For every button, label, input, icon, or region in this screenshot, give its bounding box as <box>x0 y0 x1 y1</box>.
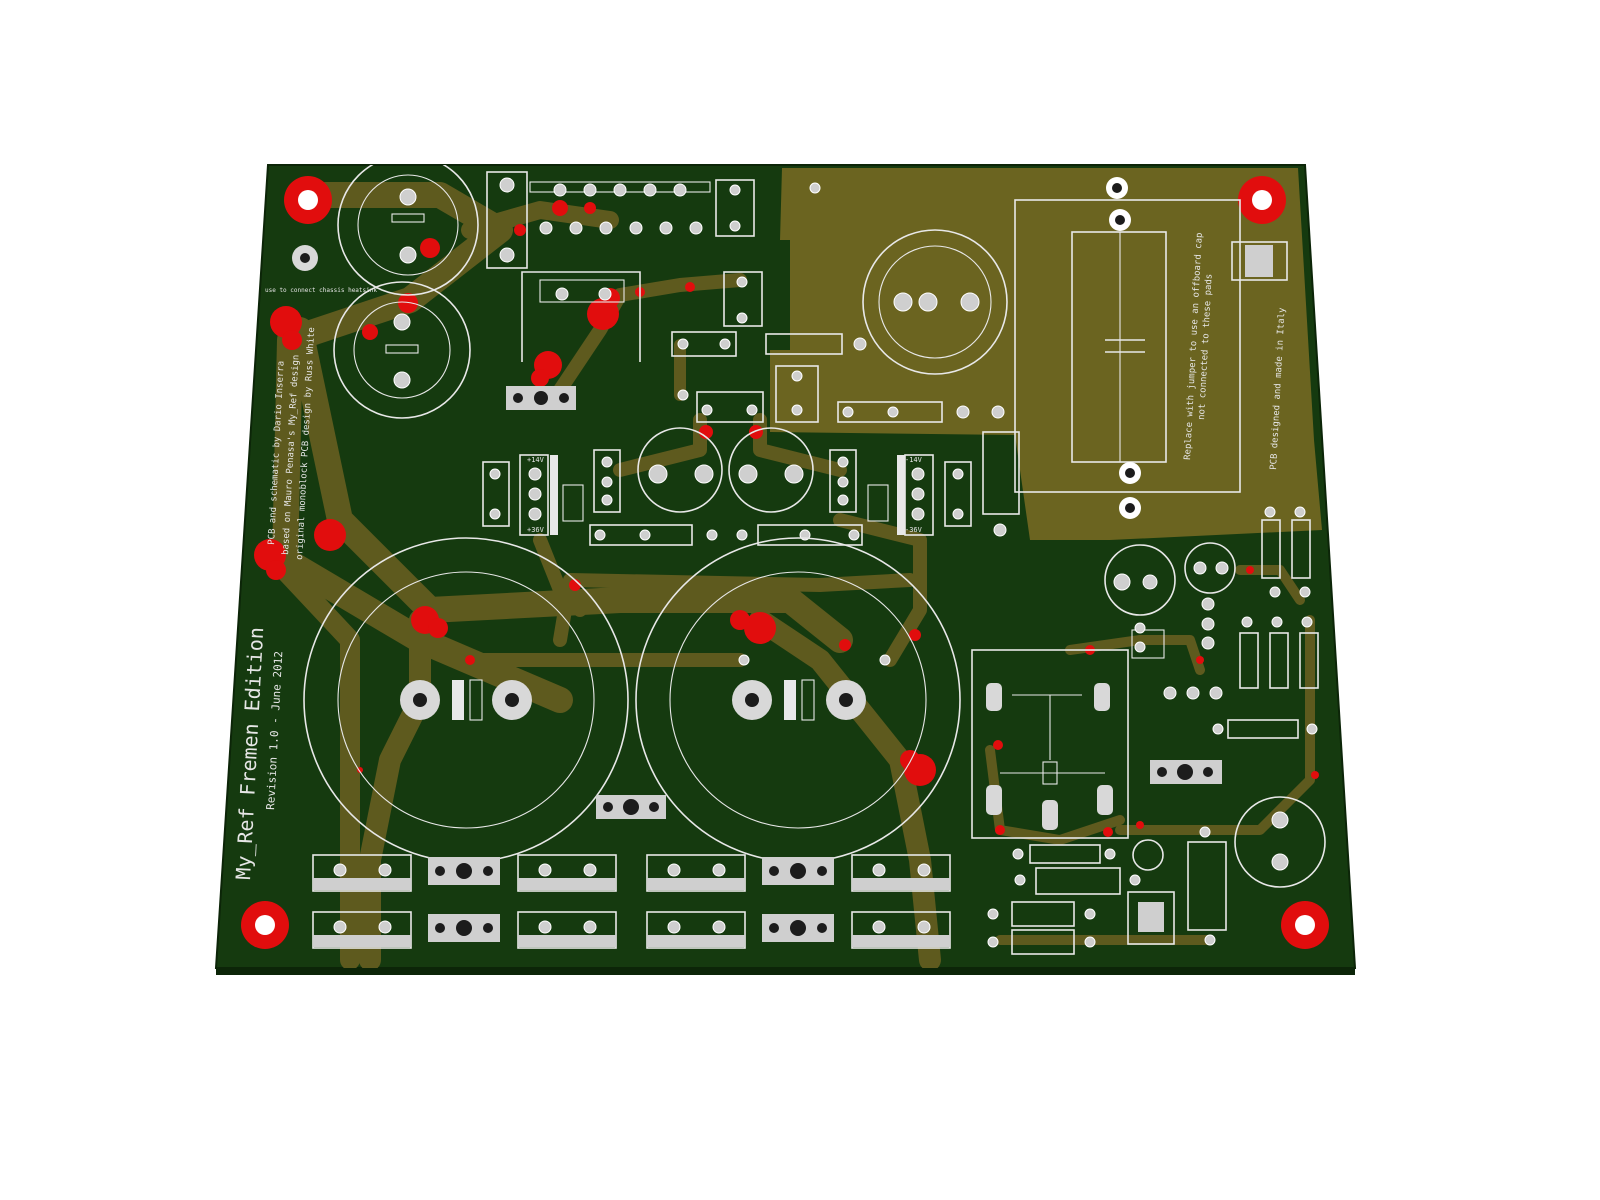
mounting-hole-top-right <box>1238 176 1286 224</box>
protection-resistors <box>1131 506 1319 784</box>
cap-c6-outline <box>671 331 737 357</box>
connector-j1-outline <box>1231 241 1288 281</box>
chassis-note: use to connect chassis heatsink <box>265 287 377 294</box>
reg-label-4: -36V <box>905 526 923 534</box>
resistor-r3-outline <box>982 431 1020 515</box>
reg-label-1: +14V <box>527 456 545 464</box>
resistor-r1-outline <box>765 333 843 355</box>
resistor-r2-outline <box>837 401 943 423</box>
protection-small-caps <box>1104 542 1326 888</box>
mounting-hole-top-left <box>284 176 332 224</box>
relay-k1-outline <box>971 649 1129 839</box>
cap-c4-outline <box>715 179 755 237</box>
regulator-u2-outline <box>829 449 972 536</box>
cap-c9-outline <box>775 365 819 423</box>
resistor-r5-outline <box>757 524 863 546</box>
bottom-connector-row-2 <box>312 911 951 949</box>
pcb-board-edge <box>216 968 1355 975</box>
solder-blobs <box>254 200 1319 837</box>
regulator-u1-outline <box>482 449 621 536</box>
heatsink-bracket-outline <box>521 271 641 362</box>
via-top <box>809 182 821 194</box>
mounting-hole-bottom-right <box>1281 901 1329 949</box>
capacitor-c1-outline <box>337 165 479 296</box>
resistor-r4-outline <box>589 524 693 546</box>
capacitor-c2-outline <box>333 281 471 419</box>
main-capacitor-right-outline <box>635 537 961 863</box>
capacitor-c7-outline <box>862 229 1008 375</box>
regulator-caps <box>637 427 814 513</box>
mounting-hole-bottom-left <box>241 901 289 949</box>
bypass-cap-outline <box>1014 199 1241 493</box>
protection-diodes <box>987 826 1227 955</box>
cap-c5-outline <box>723 271 763 327</box>
reg-label-3: -14V <box>905 456 923 464</box>
reg-label-2: +36V <box>527 526 545 534</box>
header-pins <box>539 183 703 235</box>
bottom-connector-row-1 <box>312 854 951 892</box>
copper-pour-zone <box>770 168 1322 540</box>
cap-c8-outline <box>696 391 764 423</box>
film-cap-c3-outline <box>486 171 528 269</box>
